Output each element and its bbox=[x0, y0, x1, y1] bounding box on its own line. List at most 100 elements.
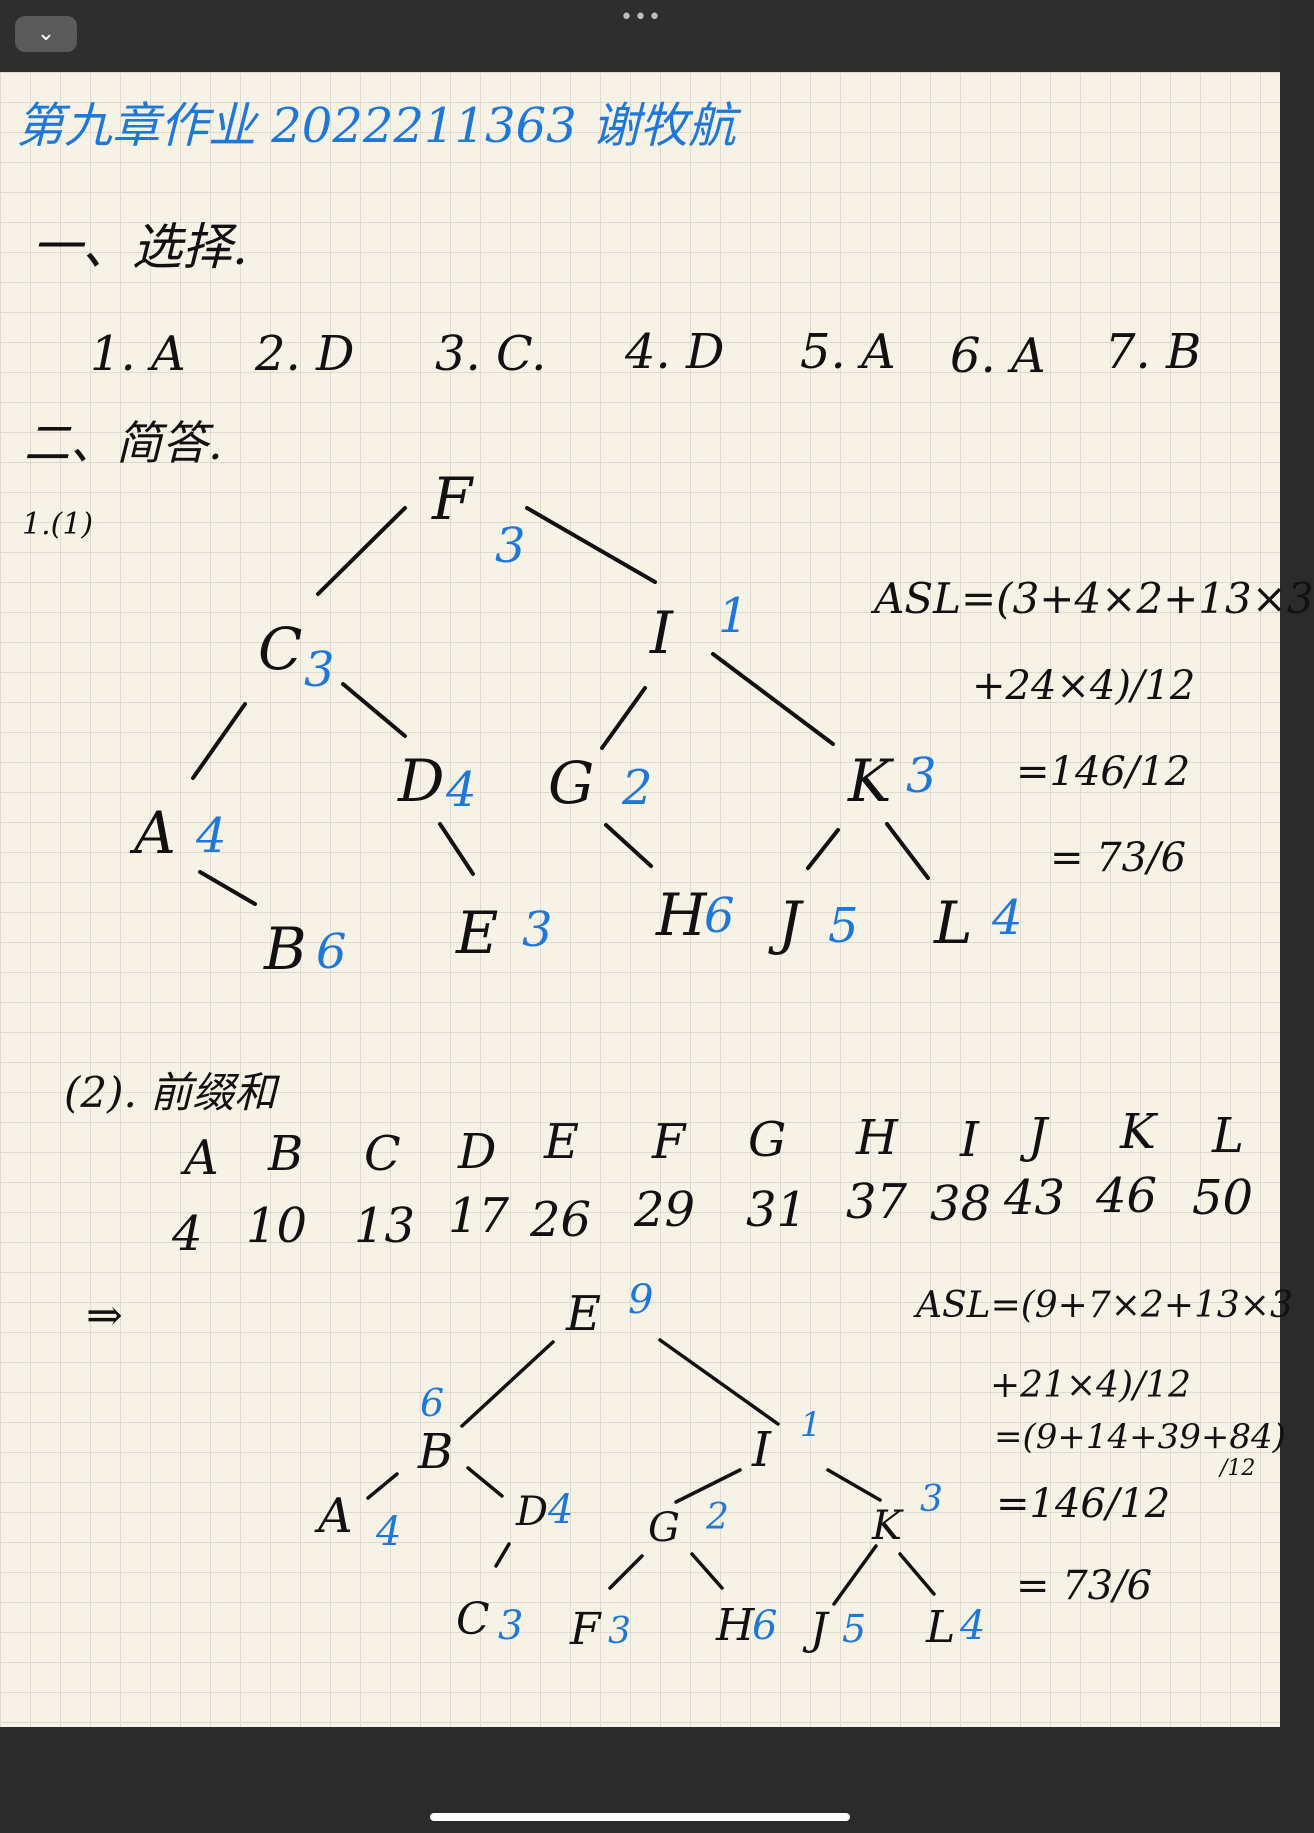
home-indicator[interactable] bbox=[430, 1813, 850, 1821]
tree2-weight-b: 6 bbox=[420, 1381, 445, 1425]
answer-5: 5. A bbox=[800, 324, 896, 380]
tree1-asl-line2: +24×4)/12 bbox=[972, 663, 1196, 709]
prefix-sum-d: 17 bbox=[448, 1188, 510, 1244]
tree1-weight-j: 5 bbox=[828, 898, 859, 954]
tree2-node-g: G bbox=[648, 1505, 680, 1551]
tree1-weight-i: 1 bbox=[718, 588, 749, 644]
tree2-weight-e: 9 bbox=[628, 1277, 654, 1323]
answer-2: 2. D bbox=[255, 326, 355, 382]
tree1-asl-line3: =146/12 bbox=[1016, 749, 1191, 795]
tree1-asl-line1: ASL=(3+4×2+13×3 bbox=[874, 574, 1314, 623]
prefix-sum-i: 38 bbox=[930, 1176, 992, 1232]
tree2-node-c: C bbox=[456, 1594, 490, 1645]
tree2-weight-c: 3 bbox=[498, 1603, 524, 1649]
prefix-letter-j: J bbox=[1028, 1108, 1048, 1164]
tree1-weight-c: 3 bbox=[304, 642, 335, 698]
tree1-node-b: B bbox=[264, 915, 307, 983]
tree1-node-h: H bbox=[656, 881, 707, 949]
tree1-node-l: L bbox=[934, 889, 973, 957]
prefix-sum-k: 46 bbox=[1096, 1168, 1158, 1224]
tree1-node-e: E bbox=[456, 899, 499, 967]
prefix-letter-e: E bbox=[544, 1114, 580, 1170]
collapse-chevron-button[interactable]: ⌄ bbox=[15, 16, 77, 52]
prefix-letter-f: F bbox=[652, 1114, 686, 1170]
tree2-asl-line5: =146/12 bbox=[996, 1481, 1171, 1527]
tree1-node-i: I bbox=[650, 599, 673, 667]
tree2-node-i: I bbox=[752, 1422, 771, 1478]
prefix-letter-l: L bbox=[1212, 1108, 1244, 1164]
tree1-weight-g: 2 bbox=[622, 760, 653, 816]
tree2-edges bbox=[366, 1338, 936, 1606]
tree1-weight-f: 3 bbox=[495, 518, 526, 574]
prefix-letter-i: I bbox=[960, 1112, 979, 1168]
prefix-letter-g: G bbox=[748, 1112, 787, 1168]
tree2-weight-j: 5 bbox=[842, 1607, 867, 1651]
tree2-weight-i: 1 bbox=[800, 1405, 822, 1445]
tree1-node-a: A bbox=[134, 799, 176, 867]
subquestion-2-label: (2). 前缀和 bbox=[64, 1068, 277, 1117]
prefix-sum-l: 50 bbox=[1192, 1170, 1254, 1226]
tree1-weight-h: 6 bbox=[704, 888, 735, 944]
tree1-node-g: G bbox=[548, 749, 595, 817]
tree1-weight-l: 4 bbox=[992, 890, 1023, 946]
prefix-letter-c: C bbox=[364, 1126, 401, 1182]
tree2-node-h: H bbox=[716, 1600, 755, 1651]
tree2-asl-line2: +21×4)/12 bbox=[990, 1365, 1192, 1406]
tree1-asl-line4: = 73/6 bbox=[1050, 835, 1187, 881]
page-title: 第九章作业 2022211363 谢牧航 bbox=[16, 98, 736, 154]
more-options-icon[interactable]: ••• bbox=[620, 5, 662, 30]
tree2-node-e: E bbox=[566, 1286, 602, 1342]
tree2-asl-line6: = 73/6 bbox=[1016, 1563, 1153, 1609]
tree2-asl-line4: /12 bbox=[1220, 1456, 1256, 1481]
tree2-weight-f: 3 bbox=[608, 1611, 631, 1652]
prefix-sum-b: 10 bbox=[246, 1198, 308, 1254]
tree1-node-j: J bbox=[778, 889, 802, 957]
prefix-sum-e: 26 bbox=[530, 1192, 592, 1248]
implies-arrow: ⇒ bbox=[86, 1290, 123, 1341]
tree2-node-l: L bbox=[926, 1602, 956, 1653]
tree2-weight-h: 6 bbox=[752, 1603, 778, 1649]
tree1-weight-b: 6 bbox=[316, 924, 347, 980]
prefix-sum-f: 29 bbox=[634, 1182, 696, 1238]
chevron-down-icon: ⌄ bbox=[36, 21, 56, 46]
tree1-weight-d: 4 bbox=[446, 762, 477, 818]
prefix-letter-k: K bbox=[1120, 1104, 1156, 1160]
tree2-weight-a: 4 bbox=[376, 1509, 402, 1555]
bottom-bar bbox=[0, 1727, 1280, 1833]
prefix-sum-g: 31 bbox=[746, 1182, 808, 1238]
tree2-node-k: K bbox=[872, 1503, 902, 1549]
subquestion-1-label: 1.(1) bbox=[22, 507, 94, 542]
tree1-node-c: C bbox=[258, 615, 303, 683]
top-toolbar: ⌄ ••• bbox=[0, 0, 1280, 72]
tree2-asl-line1: ASL=(9+7×2+13×3 bbox=[916, 1285, 1293, 1326]
tree1-node-k: K bbox=[848, 747, 892, 815]
prefix-sum-c: 13 bbox=[354, 1198, 416, 1254]
tree1-node-f: F bbox=[432, 465, 473, 533]
tree2-node-j: J bbox=[810, 1604, 828, 1655]
tree2-asl-line3: =(9+14+39+84) bbox=[994, 1417, 1286, 1457]
tree2-weight-g: 2 bbox=[706, 1497, 729, 1538]
tree1-weight-k: 3 bbox=[906, 748, 937, 804]
answer-3: 3. C. bbox=[435, 326, 547, 382]
tree1-weight-a: 4 bbox=[196, 808, 227, 864]
tree2-node-a: A bbox=[318, 1488, 353, 1544]
answer-4: 4. D bbox=[625, 324, 725, 380]
tree2-weight-d: 4 bbox=[548, 1487, 574, 1533]
tree2-weight-k: 3 bbox=[920, 1479, 943, 1520]
tree2-node-f: F bbox=[570, 1604, 601, 1655]
tree1-node-d: D bbox=[398, 747, 445, 815]
prefix-letter-b: B bbox=[268, 1126, 304, 1182]
tree1-weight-e: 3 bbox=[522, 902, 553, 958]
prefix-sum-a: 4 bbox=[172, 1206, 203, 1262]
note-canvas: 第九章作业 2022211363 谢牧航 一、选择. 1. A 2. D 3. … bbox=[0, 72, 1314, 1727]
prefix-sum-h: 37 bbox=[846, 1174, 908, 1230]
answer-6: 6. A bbox=[950, 328, 1046, 384]
tree2-weight-l: 4 bbox=[960, 1603, 986, 1649]
section-2-heading: 二、简答. bbox=[24, 416, 223, 470]
answer-7: 7. B bbox=[1105, 324, 1202, 380]
tree1-edges bbox=[191, 506, 930, 906]
prefix-letter-h: H bbox=[856, 1110, 898, 1166]
tree2-node-b: B bbox=[418, 1424, 454, 1480]
prefix-letter-a: A bbox=[184, 1130, 219, 1186]
answer-1: 1. A bbox=[90, 326, 186, 382]
